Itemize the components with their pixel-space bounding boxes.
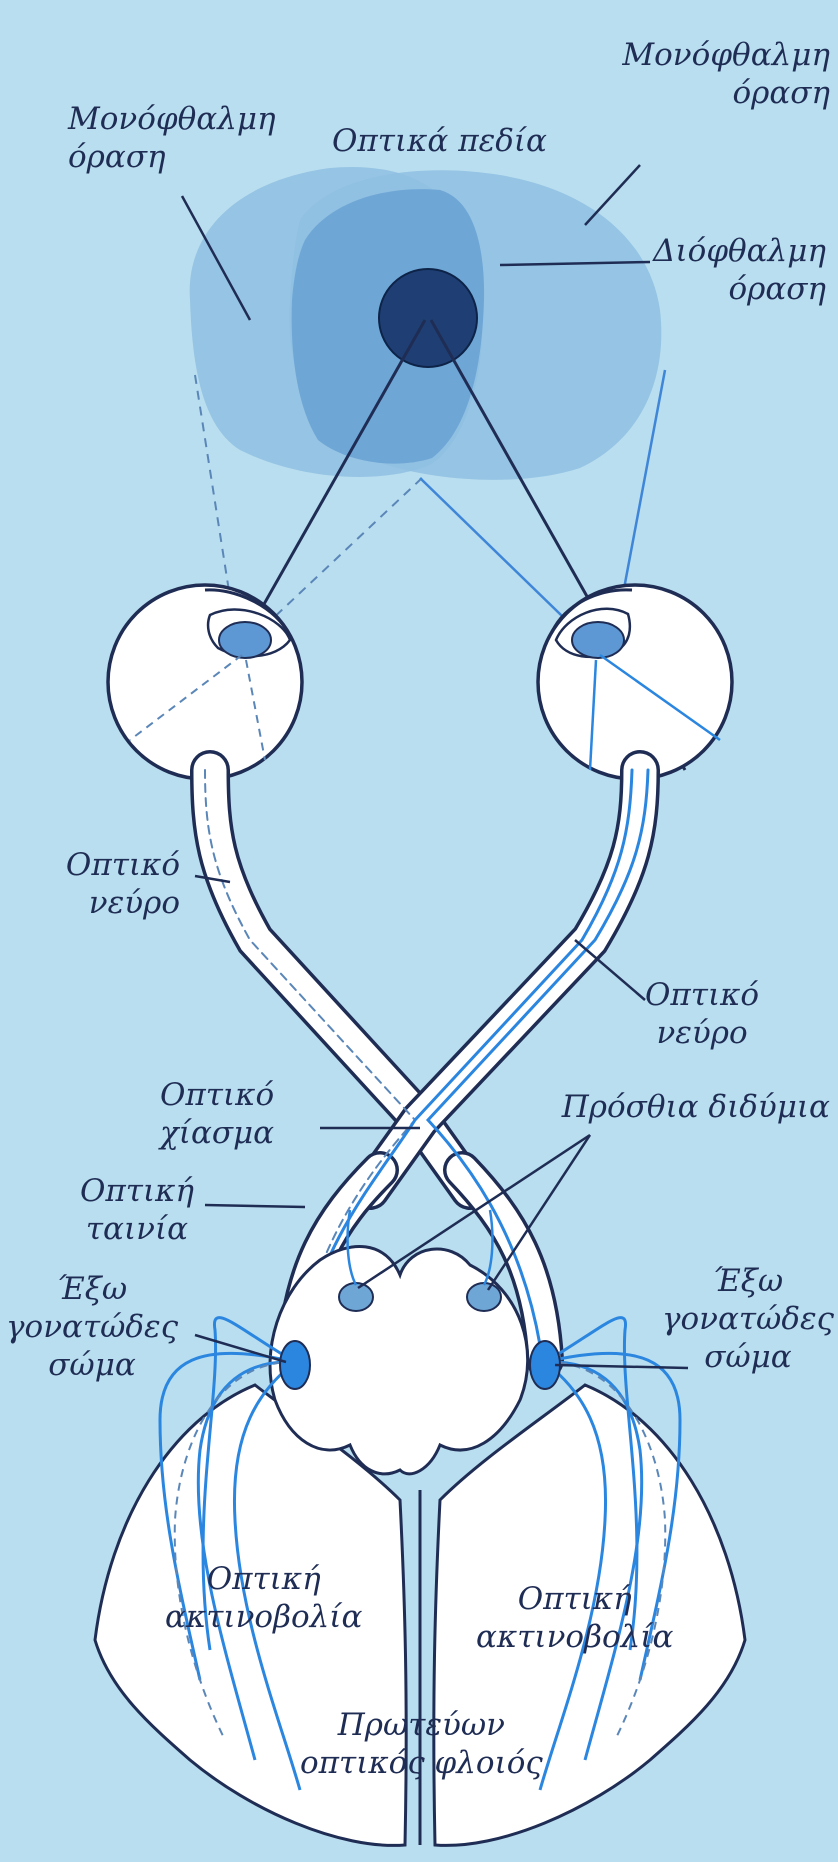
label-optic-nerve-right-line1: Οπτικό bbox=[645, 977, 760, 1013]
label-optic-radiation-left-line2: ακτινοβολία bbox=[165, 1599, 363, 1635]
label-binocular: Διόφθαλμη όραση bbox=[653, 232, 826, 308]
colliculus-fiber-left bbox=[346, 1209, 358, 1286]
label-binocular-line1: Διόφθαλμη bbox=[653, 233, 826, 269]
label-monocular-left-line2: όραση bbox=[68, 139, 166, 175]
label-monocular-left: Μονόφθαλμη όραση bbox=[68, 100, 276, 176]
label-lgn-right-line3: σώμα bbox=[704, 1339, 792, 1375]
label-primary-visual-cortex: Πρωτεύων οπτικός φλοιός bbox=[300, 1706, 543, 1782]
leader-optic-nerve-left bbox=[194, 874, 231, 884]
label-optic-radiation-right: Οπτική ακτινοβολία bbox=[476, 1580, 673, 1656]
label-lgn-right-line1: Έξω bbox=[712, 1263, 784, 1299]
cortex-left-lobe bbox=[93, 1383, 408, 1847]
label-binocular-line2: όραση bbox=[728, 271, 826, 307]
colliculus-fiber-right bbox=[482, 1209, 494, 1286]
label-optic-nerve-right: Οπτικό νεύρο bbox=[645, 976, 759, 1052]
temporal-ray-right bbox=[618, 369, 667, 611]
left-pupil bbox=[218, 621, 272, 659]
cross-ray-left bbox=[249, 477, 423, 641]
fixation-point-ring bbox=[378, 268, 478, 368]
label-optic-tract-line2: ταινία bbox=[85, 1211, 189, 1247]
optic-nerve-left-fill bbox=[193, 753, 487, 1207]
label-visual-fields: Οπτικά πεδία bbox=[332, 122, 547, 160]
left-eye bbox=[106, 583, 304, 781]
label-optic-radiation-left: Οπτική ακτινοβολία bbox=[165, 1560, 362, 1636]
leader-monocular-left bbox=[180, 195, 252, 321]
label-anterior-colliculi-text: Πρόσθια διδύμια bbox=[561, 1089, 830, 1125]
label-primary-visual-cortex-line1: Πρωτεύων bbox=[337, 1707, 506, 1743]
label-optic-chiasm: Οπτικό χίασμα bbox=[160, 1076, 274, 1152]
right-nerve-fibers-a bbox=[425, 768, 650, 1347]
label-lgn-right: Έξω γονατώδες σώμα bbox=[662, 1262, 834, 1376]
optic-tract-right-fill bbox=[446, 1154, 561, 1376]
optic-nerve-right-fill bbox=[353, 753, 657, 1207]
optic-nerves bbox=[190, 750, 660, 1379]
leader-lgn-right bbox=[554, 1363, 689, 1370]
label-optic-nerve-right-line2: νεύρο bbox=[656, 1015, 748, 1051]
label-optic-radiation-right-line2: ακτινοβολία bbox=[476, 1619, 674, 1655]
label-lgn-left-line1: Έξω bbox=[56, 1271, 128, 1307]
label-optic-nerve-left: Οπτικό νεύρο bbox=[66, 846, 180, 922]
label-optic-tract-line1: Οπτική bbox=[80, 1173, 194, 1209]
label-primary-visual-cortex-line2: οπτικός φλοιός bbox=[300, 1745, 543, 1781]
label-optic-nerve-left-line2: νεύρο bbox=[88, 885, 180, 921]
left-cornea bbox=[204, 588, 292, 637]
colliculus-left bbox=[338, 1282, 374, 1312]
right-eye bbox=[536, 583, 734, 781]
label-optic-chiasm-line2: χίασμα bbox=[160, 1115, 275, 1151]
label-lgn-right-line2: γονατώδες bbox=[661, 1301, 834, 1337]
leader-lgn-left bbox=[194, 1333, 287, 1364]
cortex-right-lobe bbox=[432, 1383, 747, 1847]
label-lgn-left-line2: γονατώδες bbox=[6, 1309, 179, 1345]
label-lgn-left-line3: σώμα bbox=[48, 1347, 136, 1383]
right-pupil bbox=[571, 621, 625, 659]
fixation-point bbox=[379, 269, 477, 367]
label-monocular-right-line2: όραση bbox=[732, 75, 830, 111]
leader-colliculi-1 bbox=[357, 1133, 591, 1290]
right-eye-blue-1 bbox=[599, 653, 721, 742]
label-monocular-left-line1: Μονόφθαλμη bbox=[68, 101, 276, 137]
label-optic-nerve-left-line1: Οπτικό bbox=[65, 847, 180, 883]
right-cornea bbox=[550, 588, 633, 633]
right-eye-blue-2 bbox=[588, 659, 598, 771]
label-optic-tract: Οπτική ταινία bbox=[80, 1172, 194, 1248]
midbrain bbox=[268, 1245, 530, 1476]
lgn-left bbox=[279, 1340, 311, 1390]
label-monocular-right: Μονόφθαλμη όραση bbox=[622, 36, 830, 112]
label-lgn-left: Έξω γονατώδες σώμα bbox=[6, 1270, 178, 1384]
temporal-ray-left bbox=[194, 374, 233, 611]
leader-lines bbox=[180, 164, 689, 1370]
brain-section bbox=[93, 1209, 747, 1847]
leader-binocular bbox=[499, 260, 651, 267]
optic-radiation-dashed bbox=[173, 1360, 667, 1741]
optic-radiation-fibers bbox=[158, 1316, 682, 1791]
leader-monocular-right bbox=[584, 164, 641, 226]
label-monocular-right-line1: Μονόφθαλμη bbox=[622, 37, 830, 73]
leader-colliculi-2 bbox=[486, 1134, 592, 1291]
label-optic-chiasm-line1: Οπτικό bbox=[160, 1077, 275, 1113]
leader-optic-nerve-right bbox=[574, 939, 646, 1001]
colliculus-right bbox=[466, 1282, 502, 1312]
label-optic-radiation-left-line1: Οπτική bbox=[206, 1561, 321, 1597]
visual-fields bbox=[189, 166, 662, 480]
leader-optic-tract bbox=[204, 1203, 306, 1209]
label-optic-radiation-right-line1: Οπτική bbox=[517, 1581, 632, 1617]
left-eye-dash-1 bbox=[129, 654, 243, 741]
label-visual-fields-text: Οπτικά πεδία bbox=[332, 123, 547, 159]
right-eyeball bbox=[536, 583, 734, 781]
label-anterior-colliculi: Πρόσθια διδύμια bbox=[562, 1088, 830, 1126]
left-eye-dash-2 bbox=[245, 659, 266, 761]
